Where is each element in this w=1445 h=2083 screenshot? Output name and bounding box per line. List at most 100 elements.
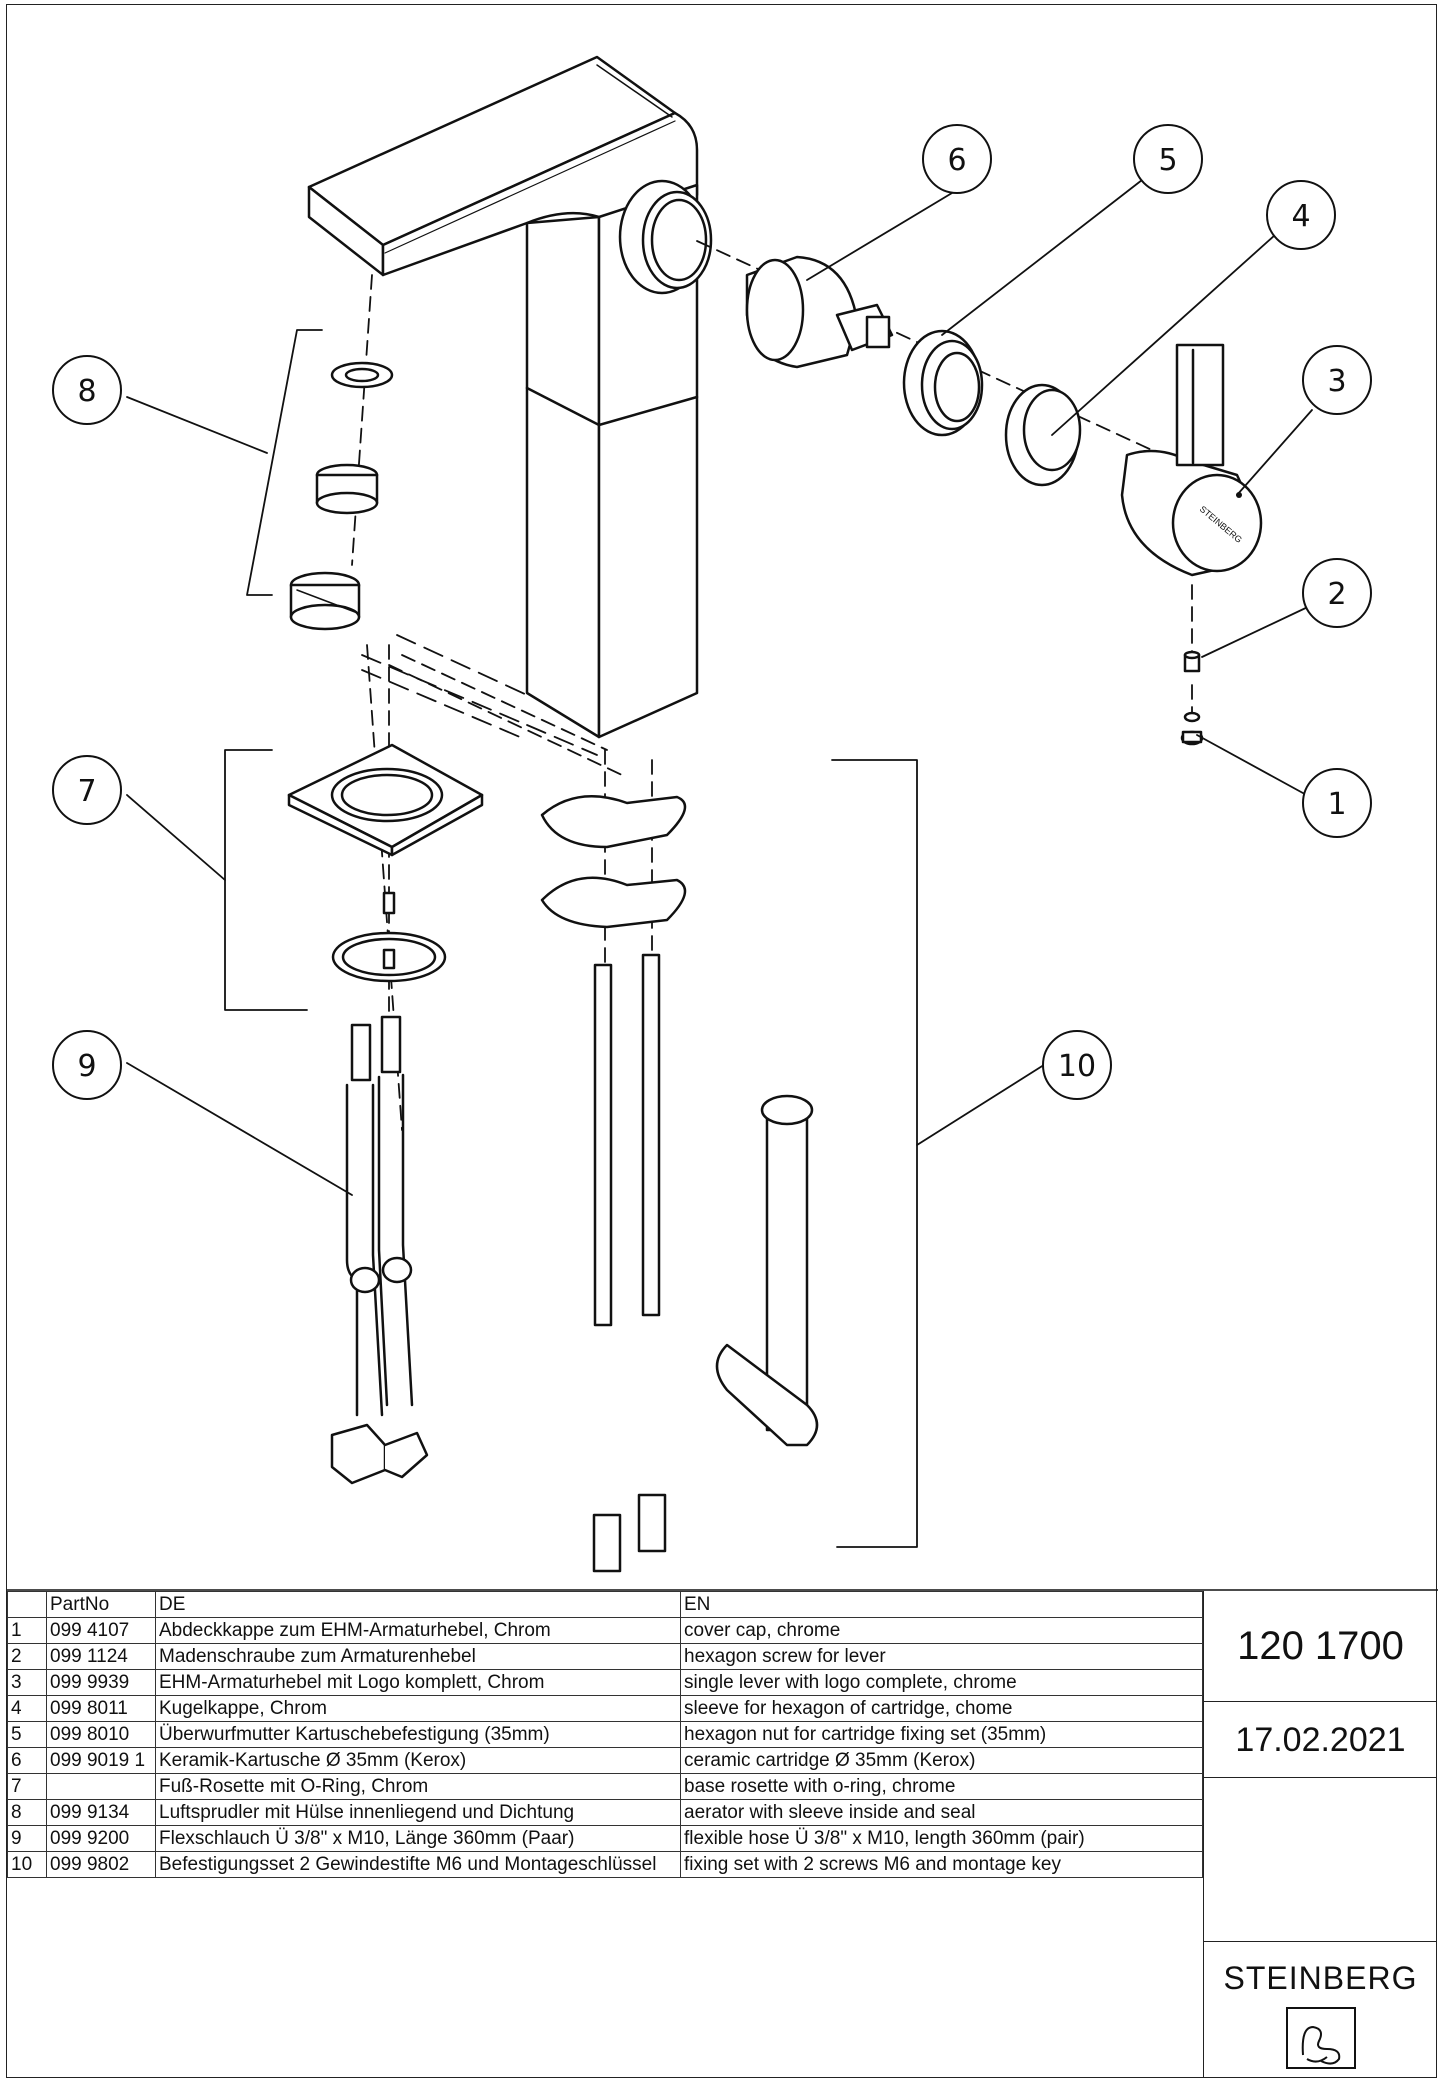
part-9-flexible-hoses: [330, 1015, 429, 1485]
row-de: Fuß-Rosette mit O-Ring, Chrom: [155, 1773, 681, 1800]
row-en: flexible hose Ü 3/8" x M10, length 360mm…: [680, 1825, 1203, 1852]
callout-number-2: 2: [1327, 577, 1346, 612]
part-5-hexagon-nut: [902, 329, 984, 437]
row-de: Kugelkappe, Chrom: [155, 1695, 681, 1722]
drawing-sheet: STEINBERG: [6, 4, 1438, 2078]
base-outline-lines: [361, 634, 598, 756]
callout-1: [1302, 768, 1372, 838]
callout-number-9: 9: [77, 1049, 96, 1084]
row-en: aerator with sleeve inside and seal: [680, 1799, 1203, 1826]
row-de: Keramik-Kartusche Ø 35mm (Kerox): [155, 1747, 681, 1774]
table-row: 7 Fuß-Rosette mit O-Ring, Chrom base ros…: [7, 1773, 1203, 1800]
table-row: 5 099 8010 Überwurfmutter Kartuschebefes…: [7, 1721, 1203, 1748]
callout-6: [922, 124, 992, 194]
drawing-date: 17.02.2021: [1204, 1702, 1437, 1778]
row-de: Madenschraube zum Armaturenhebel: [155, 1643, 681, 1670]
row-no: 5: [7, 1721, 47, 1748]
row-partno: 099 4107: [46, 1617, 156, 1644]
table-row: 2 099 1124 Madenschraube zum Armaturenhe…: [7, 1643, 1203, 1670]
part-7-base-rosette: [287, 743, 484, 983]
row-no: 9: [7, 1825, 47, 1852]
drawing-number: 120 1700: [1204, 1591, 1437, 1702]
row-de: Überwurfmutter Kartuschebefestigung (35m…: [155, 1721, 681, 1748]
callout-5: [1133, 124, 1203, 194]
callout-number-4: 4: [1291, 199, 1310, 234]
row-partno: 099 8010: [46, 1721, 156, 1748]
row-partno: 099 9939: [46, 1669, 156, 1696]
title-block: 120 1700 17.02.2021 STEINBERG: [1203, 1591, 1437, 2077]
callout-3: [1302, 345, 1372, 415]
table-row: 10 099 9802 Befestigungsset 2 Gewindesti…: [7, 1851, 1203, 1878]
leader-lines: [126, 179, 1313, 1196]
row-no: 6: [7, 1747, 47, 1774]
row-de: Luftsprudler mit Hülse innenliegend und …: [155, 1799, 681, 1826]
row-en: hexagon screw for lever: [680, 1643, 1203, 1670]
row-en: single lever with logo complete, chrome: [680, 1669, 1203, 1696]
callout-number-10: 10: [1058, 1049, 1096, 1084]
row-partno: 099 9200: [46, 1825, 156, 1852]
table-header-row: PartNo DE EN: [7, 1591, 1203, 1618]
row-no: 7: [7, 1773, 47, 1800]
header-en: EN: [680, 1591, 1203, 1618]
table-row: 8 099 9134 Luftsprudler mit Hülse innenl…: [7, 1799, 1203, 1826]
center-lines: [351, 240, 1193, 1131]
callout-number-5: 5: [1158, 143, 1177, 178]
part-4-sleeve: [1004, 383, 1082, 487]
row-no: 2: [7, 1643, 47, 1670]
row-partno: 099 8011: [46, 1695, 156, 1722]
table-row: 9 099 9200 Flexschlauch Ü 3/8" x M10, Lä…: [7, 1825, 1203, 1852]
table-row: 4 099 8011 Kugelkappe, Chrom sleeve for …: [7, 1695, 1203, 1722]
row-partno: 099 1124: [46, 1643, 156, 1670]
callout-number-7: 7: [77, 774, 96, 809]
table-row: 3 099 9939 EHM-Armaturhebel mit Logo kom…: [7, 1669, 1203, 1696]
row-de: Abdeckkappe zum EHM-Armaturhebel, Chrom: [155, 1617, 681, 1644]
row-en: ceramic cartridge Ø 35mm (Kerox): [680, 1747, 1203, 1774]
header-no: [7, 1591, 47, 1618]
faucet-body: [307, 55, 713, 739]
row-de: EHM-Armaturhebel mit Logo komplett, Chro…: [155, 1669, 681, 1696]
row-en: fixing set with 2 screws M6 and montage …: [680, 1851, 1203, 1878]
callout-number-6: 6: [947, 143, 966, 178]
row-no: 3: [7, 1669, 47, 1696]
part-10-fixing-set: [540, 795, 819, 1573]
part-1-cover-cap: [1180, 711, 1204, 746]
row-en: sleeve for hexagon of cartridge, chome: [680, 1695, 1203, 1722]
table-row: 6 099 9019 1 Keramik-Kartusche Ø 35mm (K…: [7, 1747, 1203, 1774]
row-no: 1: [7, 1617, 47, 1644]
parts-table: PartNo DE EN 1 099 4107 Abdeckkappe zum …: [7, 1591, 1203, 1878]
table-row: 1 099 4107 Abdeckkappe zum EHM-Armaturhe…: [7, 1617, 1203, 1644]
callout-2: [1302, 558, 1372, 628]
callout-7: [52, 755, 122, 825]
steinberg-logo-icon: [1285, 2007, 1356, 2069]
callout-8: [52, 355, 122, 425]
part-8-aerator: [289, 361, 394, 631]
row-de: Befestigungsset 2 Gewindestifte M6 und M…: [155, 1851, 681, 1878]
callout-number-8: 8: [77, 374, 96, 409]
part-3-lever: STEINBERG: [1120, 343, 1263, 577]
callout-number-1: 1: [1327, 787, 1346, 822]
row-partno: 099 9019 1: [46, 1747, 156, 1774]
exploded-view-drawing: STEINBERG: [7, 55, 1438, 1591]
callout-4: [1266, 180, 1336, 250]
callout-9: [52, 1030, 122, 1100]
part-2-hexagon-screw: [1183, 650, 1201, 673]
brand-name: STEINBERG: [1223, 1960, 1418, 1996]
row-partno: [46, 1773, 156, 1800]
row-partno: 099 9134: [46, 1799, 156, 1826]
callout-numbers: 6 5 4 3 2 1 8 7 9 10: [77, 143, 1346, 1084]
row-no: 8: [7, 1799, 47, 1826]
row-en: base rosette with o-ring, chrome: [680, 1773, 1203, 1800]
brand-block: STEINBERG: [1204, 1941, 1437, 2077]
part-6-cartridge: [745, 255, 894, 369]
header-de: DE: [155, 1591, 681, 1618]
header-partno: PartNo: [46, 1591, 156, 1618]
callout-number-3: 3: [1327, 364, 1346, 399]
row-en: cover cap, chrome: [680, 1617, 1203, 1644]
row-no: 10: [7, 1851, 47, 1878]
callout-10: [1042, 1030, 1112, 1100]
callouts: [52, 124, 1372, 1100]
row-partno: 099 9802: [46, 1851, 156, 1878]
row-no: 4: [7, 1695, 47, 1722]
row-en: hexagon nut for cartridge fixing set (35…: [680, 1721, 1203, 1748]
row-de: Flexschlauch Ü 3/8" x M10, Länge 360mm (…: [155, 1825, 681, 1852]
